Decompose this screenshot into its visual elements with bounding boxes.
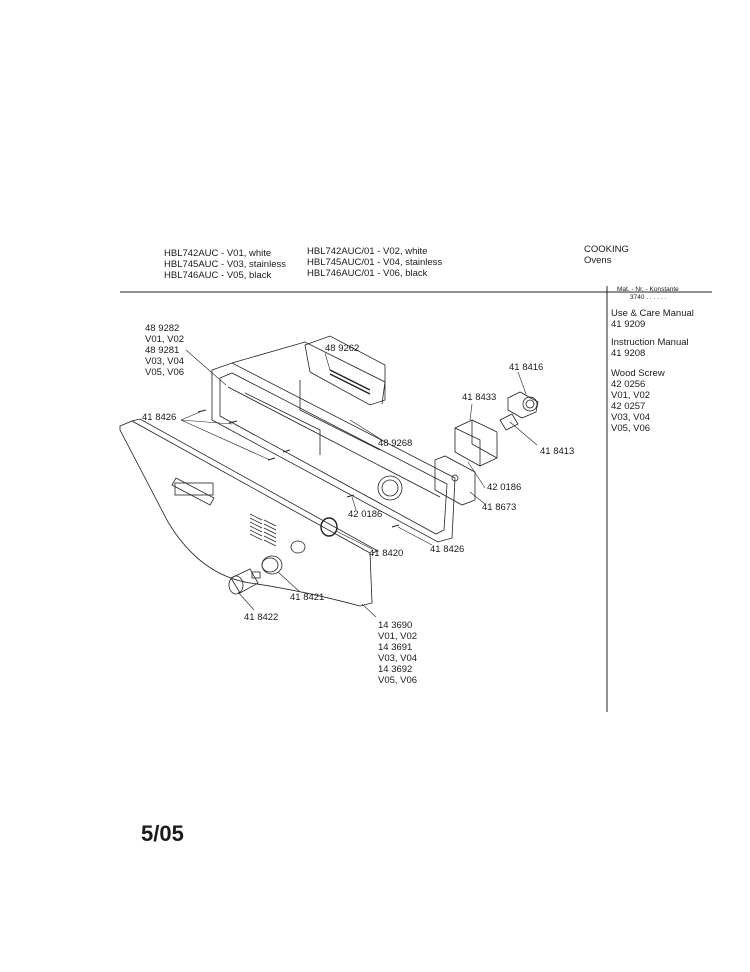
model-line: HBL745AUC/01 - V04, stainless	[307, 257, 443, 268]
model-line: HBL742AUC/01 - V02, white	[307, 246, 428, 257]
sidebar-item-title: Instruction Manual	[611, 337, 689, 348]
knob	[228, 568, 261, 595]
label-line: V01, V02	[145, 334, 185, 345]
sidebar-item-title: Use & Care Manual	[611, 308, 694, 319]
category: COOKING Ovens	[584, 244, 629, 266]
sidebar-item-use-care: Use & Care Manual 41 9209	[611, 308, 694, 330]
label-418673: 41 8673	[482, 502, 517, 513]
switch-bracket	[454, 419, 498, 467]
label-418413: 41 8413	[540, 446, 575, 457]
label-frame: 48 9282 V01, V02 48 9281 V03, V04 V05, V…	[145, 323, 184, 378]
category-line: Ovens	[584, 255, 612, 266]
label-418416: 41 8416	[509, 362, 544, 373]
label-line: 48 9281	[145, 345, 180, 356]
sidebar-item-line: 42 0256	[611, 379, 646, 390]
label-418422: 41 8422	[244, 612, 279, 623]
sidebar-item-line: 42 0257	[611, 401, 646, 412]
label-line: 48 9282	[145, 323, 180, 334]
sidebar-item-line: 41 9209	[611, 319, 646, 330]
models-left: HBL742AUC - V01, white HBL745AUC - V03, …	[164, 248, 286, 281]
model-line: HBL746AUC - V05, black	[164, 270, 272, 281]
label-line: V05, V06	[378, 675, 418, 686]
label-line: 14 3692	[378, 664, 413, 675]
label-418433: 41 8433	[462, 392, 497, 403]
sidebar-item-wood-screw: Wood Screw 42 0256 V01, V02 42 0257 V03,…	[611, 368, 665, 434]
models-right: HBL742AUC/01 - V02, white HBL745AUC/01 -…	[307, 246, 442, 279]
sidebar-item-line: V05, V06	[611, 423, 651, 434]
top-bracket	[304, 335, 386, 406]
model-line: HBL746AUC/01 - V06, black	[307, 268, 428, 279]
label-line: 14 3691	[378, 642, 413, 653]
label-line: V03, V04	[145, 356, 185, 367]
sidebar-item-line: V01, V02	[611, 390, 651, 401]
label-line: V01, V02	[378, 631, 418, 642]
model-line: HBL742AUC - V01, white	[164, 248, 272, 259]
label-418426-bottom: 41 8426	[430, 544, 465, 555]
label-418421: 41 8421	[290, 592, 325, 603]
sidebar-item-title: Wood Screw	[611, 368, 665, 379]
label-418420: 41 8420	[369, 548, 404, 559]
page-number: 5/05	[141, 821, 184, 846]
sidebar-item-instruction: Instruction Manual 41 9208	[611, 337, 689, 359]
control-panel-front	[119, 418, 379, 607]
category-line: COOKING	[584, 244, 629, 255]
sidebar-col-header: Mat. - Nr. - Konstante	[617, 286, 679, 293]
rear-frame	[211, 341, 456, 543]
mounting-plate	[434, 455, 476, 506]
label-489268: 48 9268	[378, 438, 413, 449]
ring-418420	[320, 517, 338, 537]
label-line: 14 3690	[378, 620, 413, 631]
sidebar-item-line: V03, V04	[611, 412, 651, 423]
label-420186-right: 42 0186	[487, 482, 522, 493]
sidebar-code: 3740 . . . . . .	[630, 294, 667, 301]
selector-switch	[499, 391, 539, 431]
label-418426-top: 41 8426	[142, 412, 177, 423]
label-line: V03, V04	[378, 653, 418, 664]
model-line: HBL745AUC - V03, stainless	[164, 259, 286, 270]
ring-418421	[261, 555, 283, 575]
sidebar-item-line: 41 9208	[611, 348, 646, 359]
label-489262: 48 9262	[325, 343, 360, 354]
label-line: V05, V06	[145, 367, 185, 378]
label-420186-left: 42 0186	[348, 509, 383, 520]
label-panel: 14 3690 V01, V02 14 3691 V03, V04 14 369…	[378, 620, 417, 686]
